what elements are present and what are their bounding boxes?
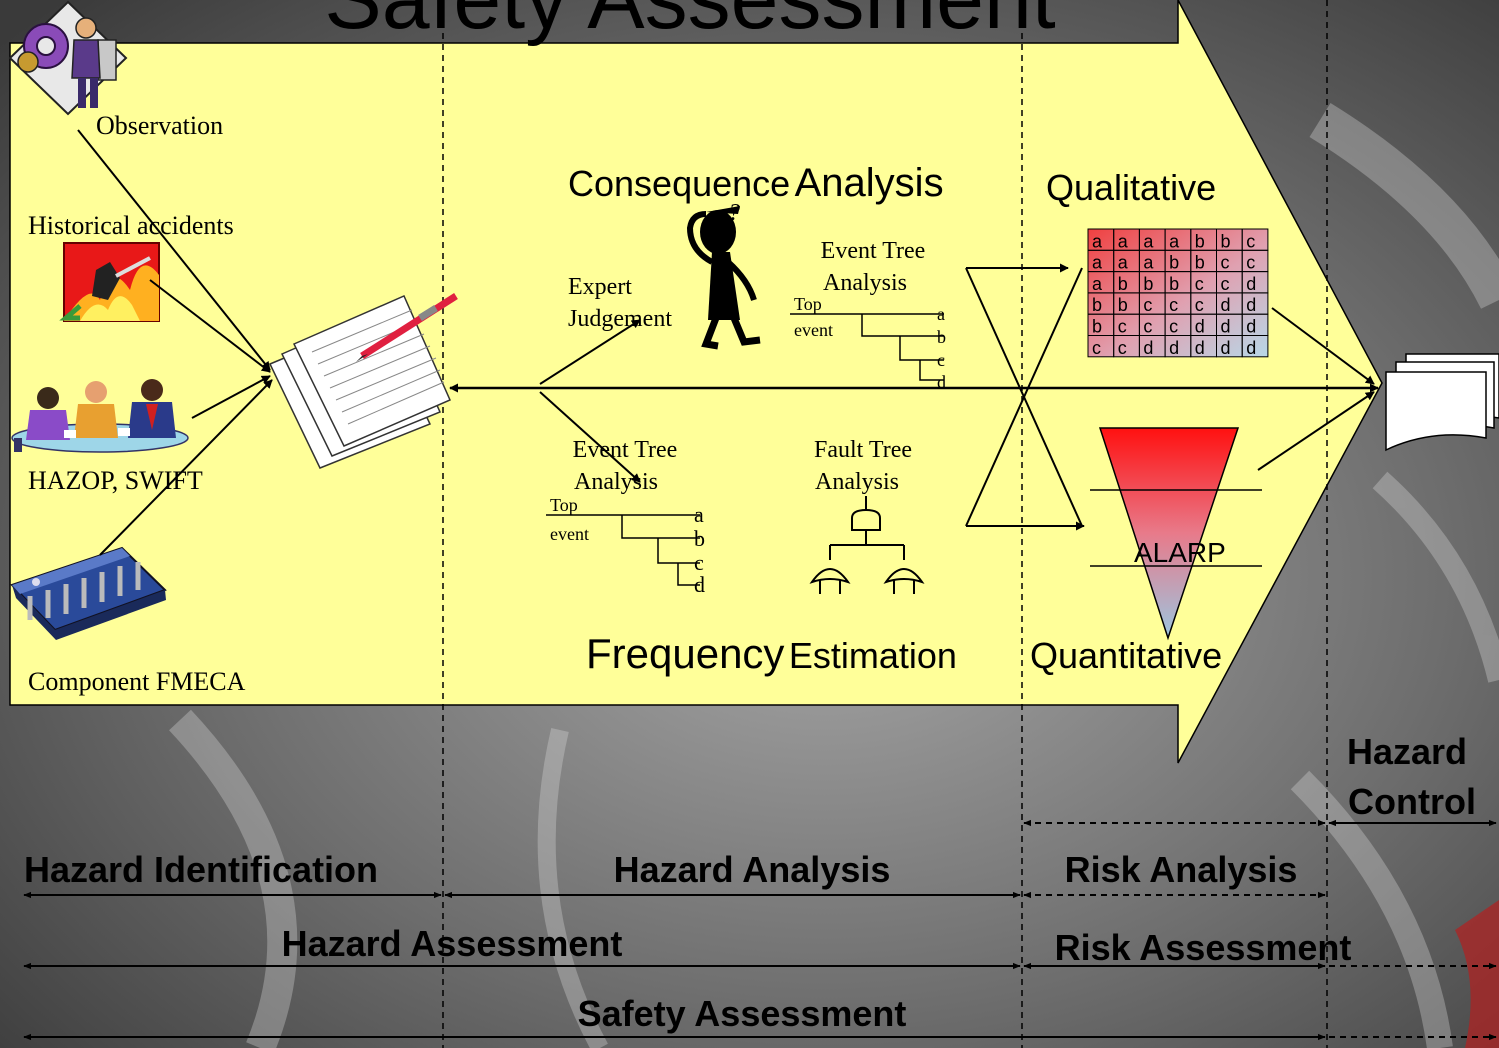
- observation-label: Observation: [96, 111, 223, 140]
- quantitative-label: Quantitative: [1030, 635, 1222, 676]
- risk-matrix-cell: [1241, 335, 1269, 358]
- event-tree-diagram-bottom: [546, 514, 700, 586]
- hazard-assessment-label: Hazard Assessment: [282, 923, 623, 964]
- event-tree-label-top: Event Tree Analysis: [821, 238, 932, 296]
- documents-icon: [268, 293, 458, 469]
- consequence-analysis-heading: Consequence Analysis: [568, 161, 944, 205]
- event-tree-branch-d: d: [937, 372, 946, 392]
- risk-matrix-cell-label: b: [1118, 274, 1128, 294]
- qualitative-label: Qualitative: [1046, 167, 1216, 208]
- risk-matrix-cell-label: a: [1169, 231, 1180, 251]
- chip-icon: [10, 546, 167, 640]
- expert-judgement-label: Expert Judgement: [568, 274, 672, 332]
- risk-matrix-cell-label: d: [1143, 338, 1153, 358]
- output-documents-icon: [1385, 353, 1499, 452]
- meeting-icon: [11, 379, 189, 453]
- risk-matrix-cell-label: b: [1143, 274, 1153, 294]
- analysis-branch-arrows: [539, 319, 641, 483]
- input-arrows: [77, 129, 273, 556]
- risk-matrix-cell-label: a: [1092, 231, 1103, 251]
- risk-matrix-cell-label: a: [1118, 231, 1129, 251]
- risk-matrix-cell-label: d: [1221, 338, 1231, 358]
- risk-matrix-cell-label: b: [1195, 253, 1205, 273]
- event-tree-branch-a: a: [937, 304, 945, 324]
- page-title: Safety Assessment: [324, 0, 1055, 47]
- risk-matrix-cell-label: b: [1092, 295, 1102, 315]
- alarp-label: ALARP: [1134, 537, 1226, 568]
- event-tree-bottom-branch-c: c: [694, 550, 704, 575]
- hazop-label: HAZOP, SWIFT: [28, 466, 203, 495]
- hazard-identification-label: Hazard Identification: [24, 849, 378, 890]
- risk-matrix-cell-label: d: [1246, 274, 1256, 294]
- event-tree-bottom-branch-b: b: [694, 526, 705, 551]
- risk-matrix-cell-label: c: [1169, 317, 1178, 337]
- risk-matrix-cell-label: d: [1246, 338, 1256, 358]
- event-tree-bottom-event-word: event: [550, 524, 589, 544]
- event-tree-bottom-top-word: Top: [550, 495, 578, 515]
- risk-matrix-cell-label: c: [1092, 338, 1101, 358]
- process-arrow: [9, 0, 1383, 764]
- fire-icon: [59, 242, 160, 322]
- event-tree-branch-c: c: [937, 350, 945, 370]
- observation-icon: [8, 0, 128, 116]
- risk-matrix-cell-label: c: [1221, 274, 1230, 294]
- event-tree-branch-b: b: [937, 327, 946, 347]
- risk-matrix-cell-label: b: [1195, 231, 1205, 251]
- risk-matrix-cell-label: a: [1143, 253, 1154, 273]
- risk-matrix-cell-label: c: [1143, 295, 1152, 315]
- risk-matrix-cell-label: c: [1169, 295, 1178, 315]
- historical-accidents-label: Historical accidents: [28, 211, 234, 240]
- risk-matrix-cell-label: d: [1221, 295, 1231, 315]
- risk-matrix-cell-label: b: [1118, 295, 1128, 315]
- event-tree-label-bottom: Event Tree Analysis: [573, 437, 684, 495]
- fmeca-label: Component FMECA: [28, 667, 246, 696]
- risk-analysis-label: Risk Analysis: [1065, 849, 1298, 890]
- safety-assessment-label: Safety Assessment: [578, 993, 907, 1034]
- risk-matrix-cell-label: a: [1118, 253, 1129, 273]
- risk-matrix-cell-label: d: [1195, 338, 1205, 358]
- phase-span-arrows: [23, 819, 1497, 1041]
- alarp-funnel: [1090, 427, 1262, 641]
- risk-matrix-cell-label: d: [1246, 317, 1256, 337]
- thinking-man-icon: ?: [686, 200, 761, 350]
- risk-matrix-cell-label: c: [1118, 338, 1127, 358]
- event-tree-event-word: event: [794, 320, 833, 340]
- risk-matrix-cell-label: b: [1092, 317, 1102, 337]
- risk-matrix-cell-label: c: [1246, 231, 1255, 251]
- question-mark: ?: [728, 200, 740, 226]
- output-arrows: [1257, 307, 1375, 471]
- risk-matrix-cell-label: b: [1169, 274, 1179, 294]
- risk-matrix-cell-label: a: [1092, 253, 1103, 273]
- risk-matrix-cell-label: c: [1195, 295, 1204, 315]
- risk-matrix-cell-label: c: [1143, 317, 1152, 337]
- background-red-accent: [1455, 900, 1499, 1048]
- risk-matrix-cell-label: a: [1092, 274, 1103, 294]
- risk-matrix-cell-label: d: [1169, 338, 1179, 358]
- risk-matrix-cell-label: c: [1118, 317, 1127, 337]
- risk-matrix-cell-label: c: [1246, 253, 1255, 273]
- risk-matrix-cell-label: c: [1195, 274, 1204, 294]
- fault-tree-label: Fault Tree Analysis: [814, 437, 918, 495]
- event-tree-bottom-branch-a: a: [694, 502, 704, 527]
- event-tree-diagram-top: [790, 313, 944, 381]
- risk-matrix-cell-label: a: [1143, 231, 1154, 251]
- risk-matrix-cell-label: c: [1221, 253, 1230, 273]
- hazard-analysis-label: Hazard Analysis: [614, 849, 891, 890]
- event-tree-bottom-branch-d: d: [694, 572, 705, 597]
- risk-assessment-label: Risk Assessment: [1055, 927, 1352, 968]
- risk-matrix-cell-label: b: [1169, 253, 1179, 273]
- risk-matrix-cell-label: d: [1246, 295, 1256, 315]
- risk-connector-x: [965, 263, 1085, 531]
- phase-dividers: [442, 0, 1328, 1048]
- event-tree-top-word: Top: [794, 294, 822, 314]
- frequency-estimation-heading: Frequency Estimation: [586, 630, 957, 677]
- risk-matrix-cell-label: b: [1221, 231, 1231, 251]
- risk-matrix-cell-label: d: [1195, 317, 1205, 337]
- fault-tree-icon: [809, 496, 925, 594]
- risk-matrix-cell-label: d: [1221, 317, 1231, 337]
- hazard-control-label: Hazard Control: [1347, 731, 1477, 822]
